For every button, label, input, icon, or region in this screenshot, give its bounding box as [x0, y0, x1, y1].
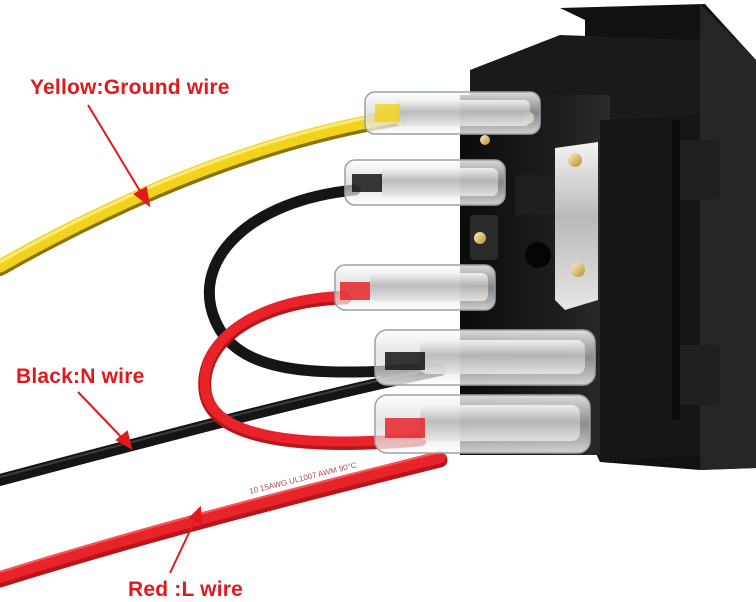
terminal-upper-black — [344, 159, 506, 206]
red-wire: 10 15AWG UL1007 AWM 90°C — [0, 291, 448, 588]
black-n-wire-label: Black:N wire — [16, 365, 145, 388]
terminal-upper-red — [334, 264, 496, 311]
terminal-ground — [364, 91, 541, 135]
red-arrowhead-icon — [188, 505, 203, 525]
yellow-arrowhead-icon — [133, 186, 151, 208]
yellow-wire — [0, 109, 408, 276]
annotation-arrows — [77, 104, 203, 574]
black-label-arrow — [77, 391, 125, 441]
ground-plate — [474, 112, 598, 310]
black-arrowhead-icon — [115, 430, 133, 451]
yellow-ground-wire-label: Yellow:Ground wire — [30, 76, 230, 99]
terminal-lower-black — [374, 329, 596, 386]
red-l-wire-label: Red :L wire — [128, 578, 244, 601]
yellow-label-arrow — [87, 104, 144, 197]
red-label-arrow — [169, 517, 197, 574]
terminal-lower-red — [374, 394, 591, 454]
